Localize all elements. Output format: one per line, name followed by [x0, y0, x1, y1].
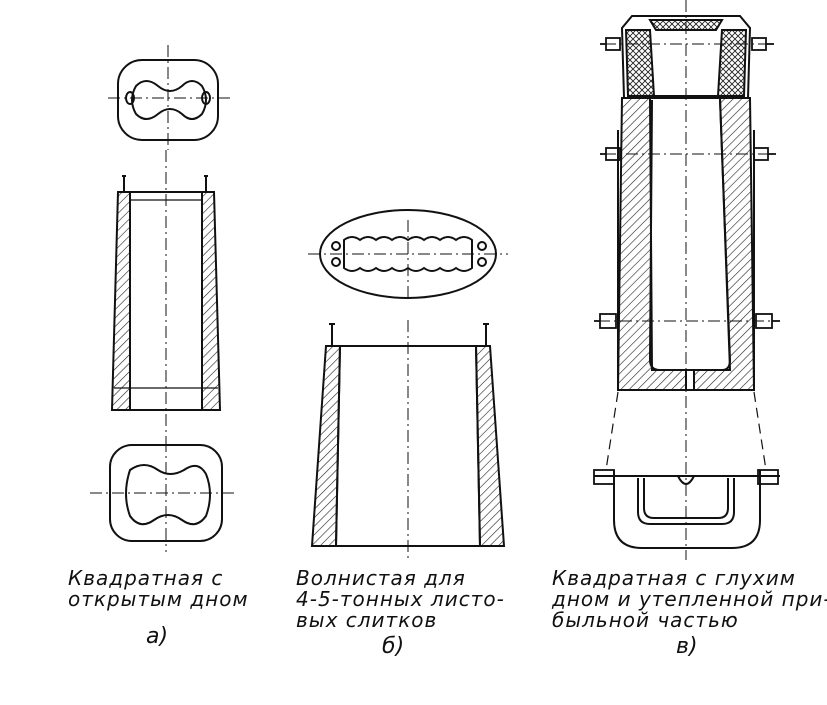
figure-a-label: а) — [146, 624, 169, 649]
mold-a-section — [110, 150, 222, 440]
caption-v-line-3: быльной частью — [552, 608, 739, 632]
mold-v-phantom — [605, 391, 767, 471]
caption-v-line-2: дном и утепленной при- — [552, 587, 827, 611]
mold-v-drawing — [593, 0, 780, 560]
figure-v-label: в) — [676, 634, 698, 659]
mold-v-hot-top — [620, 15, 752, 99]
mold-v-body — [616, 97, 756, 391]
caption-a-line-1: Квадратная с — [68, 566, 224, 590]
mold-b-drawing — [308, 209, 508, 560]
caption-b: Волнистая для 4-5-тонных листо- вых слит… — [296, 568, 505, 631]
caption-b-line-1: Волнистая для — [296, 566, 466, 590]
mold-a-bottom-plan — [90, 440, 238, 552]
caption-v: Квадратная с глухим дном и утепленной пр… — [552, 568, 827, 631]
caption-b-line-2: 4-5-тонных листо- — [296, 587, 505, 611]
caption-a-line-2: открытым дном — [68, 587, 249, 611]
figure-b-label: б) — [382, 634, 405, 659]
mold-b-section — [310, 320, 506, 560]
caption-a: Квадратная с открытым дном — [68, 568, 249, 610]
caption-b-line-3: вых слитков — [296, 608, 438, 632]
mold-b-plan — [308, 209, 508, 300]
caption-v-line-1: Квадратная с глухим — [552, 566, 796, 590]
mold-a-top-plan — [108, 45, 230, 150]
mold-v-bottom — [594, 470, 780, 549]
mold-a-drawing — [90, 45, 238, 552]
